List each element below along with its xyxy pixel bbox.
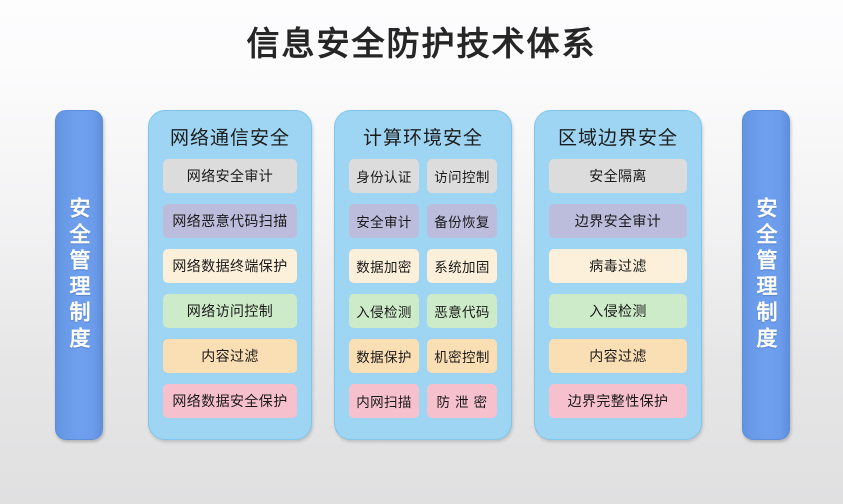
chip-item[interactable]: 身份认证: [349, 159, 419, 193]
chip-item[interactable]: 边界安全审计: [549, 204, 687, 238]
chip-item[interactable]: 病毒过滤: [549, 249, 687, 283]
chip-item[interactable]: 备份恢复: [427, 204, 497, 238]
chip-row: 网络恶意代码扫描: [163, 204, 297, 238]
chip-item[interactable]: 数据加密: [349, 249, 419, 283]
sidebar-right-security-management[interactable]: 安全管理制度: [742, 110, 790, 440]
chip-item[interactable]: 机密控制: [427, 339, 497, 373]
panel-title: 区域边界安全: [557, 127, 678, 149]
chip-item[interactable]: 内容过滤: [163, 339, 297, 373]
chip-item[interactable]: 入侵检测: [349, 294, 419, 328]
chip-row: 数据加密系统加固: [349, 249, 497, 283]
page-title: 信息安全防护技术体系: [246, 24, 597, 63]
chip-row: 边界完整性保护: [549, 384, 687, 418]
chip-list: 身份认证访问控制安全审计备份恢复数据加密系统加固入侵检测恶意代码数据保护机密控制…: [335, 159, 511, 418]
chip-item[interactable]: 数据保护: [349, 339, 419, 373]
chip-row: 网络数据终端保护: [163, 249, 297, 283]
chip-row: 入侵检测恶意代码: [349, 294, 497, 328]
chip-item[interactable]: 边界完整性保护: [549, 384, 687, 418]
chip-row: 网络访问控制: [163, 294, 297, 328]
panel-computing-environment-security[interactable]: 计算环境安全 身份认证访问控制安全审计备份恢复数据加密系统加固入侵检测恶意代码数…: [334, 110, 512, 440]
chip-row: 边界安全审计: [549, 204, 687, 238]
chip-row: 内容过滤: [549, 339, 687, 373]
chip-item[interactable]: 内容过滤: [549, 339, 687, 373]
chip-row: 病毒过滤: [549, 249, 687, 283]
chip-row: 网络安全审计: [163, 159, 297, 193]
chip-list: 安全隔离边界安全审计病毒过滤入侵检测内容过滤边界完整性保护: [535, 159, 701, 418]
chip-item[interactable]: 系统加固: [427, 249, 497, 283]
sidebar-left-label: 安全管理制度: [67, 197, 91, 353]
chip-item[interactable]: 网络访问控制: [163, 294, 297, 328]
chip-row: 身份认证访问控制: [349, 159, 497, 193]
chip-item[interactable]: 访问控制: [427, 159, 497, 193]
sidebar-right-label: 安全管理制度: [754, 197, 778, 353]
chip-item[interactable]: 安全审计: [349, 204, 419, 238]
chip-item[interactable]: 入侵检测: [549, 294, 687, 328]
sidebar-left-security-management[interactable]: 安全管理制度: [55, 110, 103, 440]
chip-list: 网络安全审计网络恶意代码扫描网络数据终端保护网络访问控制内容过滤网络数据安全保护: [149, 159, 311, 418]
chip-row: 安全审计备份恢复: [349, 204, 497, 238]
chip-row: 安全隔离: [549, 159, 687, 193]
chip-item[interactable]: 防 泄 密: [427, 384, 497, 418]
panel-title: 计算环境安全: [362, 127, 483, 149]
panel-area-boundary-security[interactable]: 区域边界安全 安全隔离边界安全审计病毒过滤入侵检测内容过滤边界完整性保护: [534, 110, 702, 440]
chip-row: 入侵检测: [549, 294, 687, 328]
chip-item[interactable]: 恶意代码: [427, 294, 497, 328]
chip-row: 网络数据安全保护: [163, 384, 297, 418]
chip-item[interactable]: 网络安全审计: [163, 159, 297, 193]
chip-row: 内网扫描防 泄 密: [349, 384, 497, 418]
chip-item[interactable]: 网络数据终端保护: [163, 249, 297, 283]
chip-row: 数据保护机密控制: [349, 339, 497, 373]
panel-title: 网络通信安全: [169, 127, 290, 149]
chip-item[interactable]: 内网扫描: [349, 384, 419, 418]
chip-item[interactable]: 网络数据安全保护: [163, 384, 297, 418]
chip-item[interactable]: 安全隔离: [549, 159, 687, 193]
chip-item[interactable]: 网络恶意代码扫描: [163, 204, 297, 238]
chip-row: 内容过滤: [163, 339, 297, 373]
panel-network-communication-security[interactable]: 网络通信安全 网络安全审计网络恶意代码扫描网络数据终端保护网络访问控制内容过滤网…: [148, 110, 312, 440]
